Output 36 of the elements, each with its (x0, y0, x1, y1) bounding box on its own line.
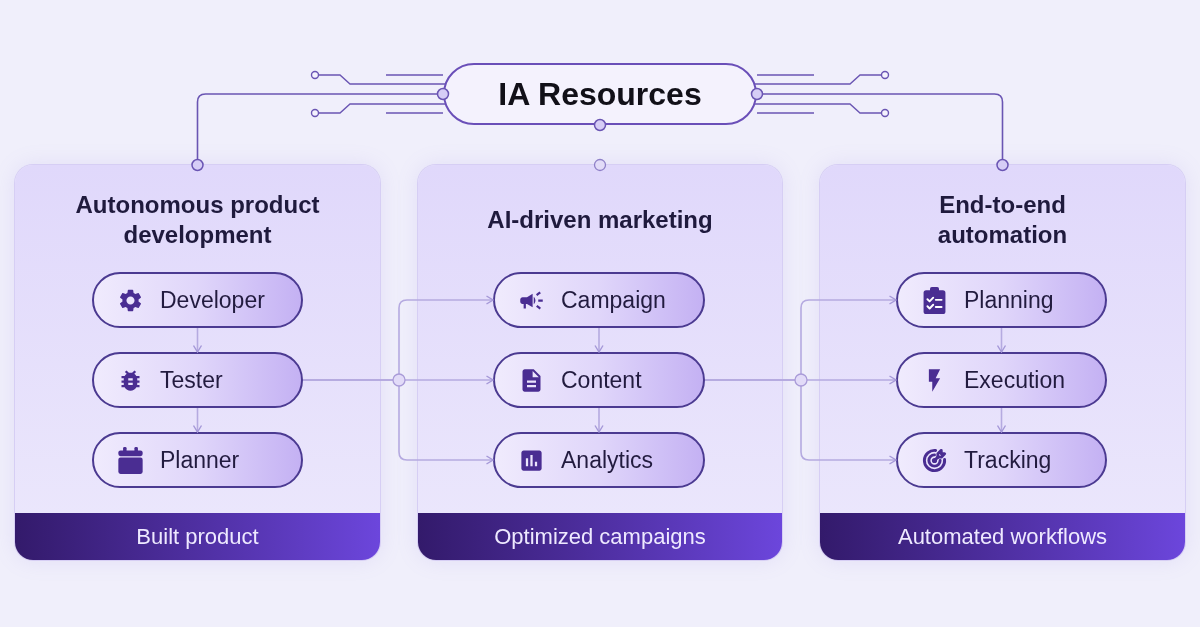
footer-band: Optimized campaigns (418, 513, 782, 560)
panel-heading: AI-driven marketing (487, 205, 713, 235)
hub-title: IA Resources (498, 78, 702, 110)
step-pill (493, 272, 705, 328)
footer-band: Built product (15, 513, 380, 560)
step-label: Developer (160, 288, 265, 312)
step-label: Tester (160, 368, 223, 392)
arrow (594, 327, 604, 353)
arrow (996, 327, 1007, 353)
step-pill (896, 432, 1107, 488)
step-label: Campaign (561, 288, 666, 312)
step-label: Analytics (561, 448, 654, 472)
step-pill (92, 272, 303, 328)
arrow (996, 407, 1007, 433)
step-label: Planner (160, 448, 240, 472)
step-pill (493, 432, 705, 488)
step-pill (493, 352, 705, 408)
step-label: Content (561, 368, 642, 392)
step-pill (896, 352, 1107, 408)
panel-heading: End-to-end automation (936, 190, 1069, 250)
step-label: Tracking (964, 448, 1052, 472)
panel-card (418, 165, 782, 560)
arrow (594, 407, 604, 433)
panel-card (820, 165, 1185, 560)
arrow (192, 327, 203, 353)
step-pill (896, 272, 1107, 328)
step-pill (92, 432, 303, 488)
panel-heading: Autonomous product development (74, 190, 321, 250)
step-pill (92, 352, 303, 408)
panel-card (15, 165, 380, 560)
connector-line (191, 87, 450, 172)
step-label: Execution (964, 368, 1065, 392)
footer-band: Automated workflows (820, 513, 1185, 560)
step-label: Planning (964, 288, 1054, 312)
connector-line (750, 87, 1009, 172)
arrow (192, 407, 203, 433)
